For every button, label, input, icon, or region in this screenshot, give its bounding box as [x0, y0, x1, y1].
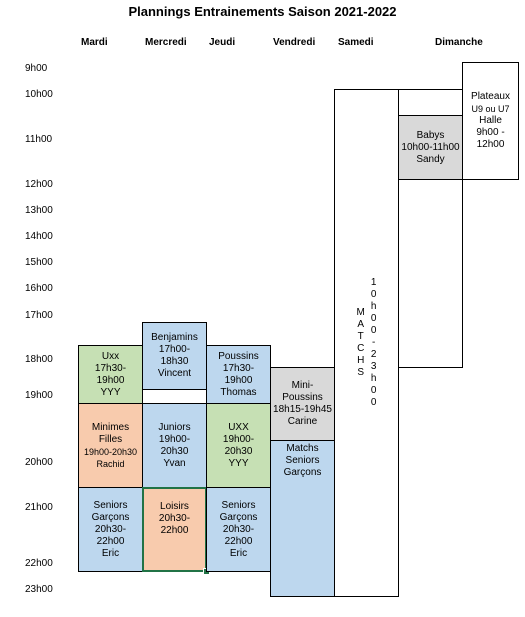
- mardi-minimes-name: Minimes Filles: [91, 421, 130, 445]
- vertical-char: h: [370, 301, 377, 312]
- hour-label: 10h00: [25, 89, 53, 100]
- dimanche-plateaux-category: U9 ou U7: [471, 104, 510, 114]
- vertical-char: 3: [370, 361, 377, 372]
- vertical-char: 1: [370, 277, 377, 288]
- hour-label: 23h00: [25, 584, 53, 595]
- vendredi-matchs-block[interactable]: Matchs Seniors Garçons: [270, 440, 335, 597]
- dimanche-plateaux-title: Plateaux: [471, 91, 510, 102]
- vertical-char: 0: [370, 313, 377, 324]
- vertical-char: 0: [370, 397, 377, 408]
- vertical-char: A: [357, 319, 365, 330]
- mercredi-benjamins-block[interactable]: Benjamins 17h00- 18h30 Vincent: [142, 322, 207, 390]
- mardi-seniors-block[interactable]: Seniors Garçons 20h30- 22h00 Eric: [78, 487, 143, 572]
- day-header-vendredi: Vendredi: [273, 37, 316, 48]
- mercredi-juniors-block[interactable]: Juniors 19h00- 20h30 Yvan: [142, 403, 207, 488]
- jeudi-poussins-block[interactable]: Poussins 17h30- 19h00 Thomas: [206, 345, 271, 404]
- hour-label: 9h00: [25, 63, 48, 74]
- vertical-char: M: [356, 307, 365, 318]
- day-header-mercredi: Mercredi: [145, 37, 187, 48]
- day-header-jeudi: Jeudi: [209, 37, 236, 48]
- mardi-minimes-block[interactable]: Minimes Filles 19h00-20h30 Rachid: [78, 403, 143, 488]
- page-title: Plannings Entrainements Saison 2021-2022: [128, 4, 397, 19]
- vertical-char: S: [357, 367, 365, 378]
- hour-label: 11h00: [25, 134, 53, 145]
- vertical-char: C: [357, 343, 365, 354]
- vertical-char: 2: [370, 349, 377, 360]
- hour-label: 16h00: [25, 283, 53, 294]
- mardi-minimes-time: 19h00-20h30: [83, 446, 138, 457]
- hour-label: 18h00: [25, 354, 53, 365]
- hour-label: 13h00: [25, 205, 53, 216]
- vendredi-mini-poussins-block[interactable]: Mini- Poussins 18h15-19h45 Carine: [270, 367, 335, 441]
- day-header-samedi: Samedi: [338, 37, 374, 48]
- vertical-char: T: [357, 331, 364, 342]
- hour-label: 17h00: [25, 310, 53, 321]
- jeudi-uxx-block[interactable]: UXX 19h00- 20h30 YYY: [206, 403, 271, 488]
- vertical-char: h: [370, 373, 377, 384]
- hour-label: 14h00: [25, 231, 53, 242]
- mercredi-loisirs-block[interactable]: Loisirs 20h30- 22h00: [142, 487, 207, 572]
- vertical-char: -: [372, 337, 376, 348]
- day-header-dimanche: Dimanche: [435, 37, 483, 48]
- dimanche-babys-block[interactable]: Babys 10h00-11h00 Sandy: [398, 115, 463, 180]
- jeudi-seniors-block[interactable]: Seniors Garçons 20h30- 22h00 Eric: [206, 487, 271, 572]
- dimanche-plateaux-block[interactable]: Plateaux U9 ou U7 Halle 9h00 - 12h00: [462, 62, 519, 180]
- mercredi-empty-slot[interactable]: [142, 389, 207, 404]
- hour-label: 12h00: [25, 179, 53, 190]
- hour-label: 19h00: [25, 390, 53, 401]
- vertical-char: 0: [370, 289, 377, 300]
- day-header-mardi: Mardi: [81, 37, 108, 48]
- hour-label: 20h00: [25, 457, 53, 468]
- hour-label: 21h00: [25, 502, 53, 513]
- vertical-char: 0: [370, 325, 377, 336]
- hour-label: 22h00: [25, 558, 53, 569]
- dimanche-plateaux-details: Halle 9h00 - 12h00: [476, 115, 505, 150]
- mardi-minimes-coach: Rachid: [96, 458, 125, 469]
- hour-label: 15h00: [25, 257, 53, 268]
- mardi-uxx-block[interactable]: Uxx 17h30- 19h00 YYY: [78, 345, 143, 404]
- vertical-char: 0: [370, 385, 377, 396]
- vertical-char: H: [357, 355, 365, 366]
